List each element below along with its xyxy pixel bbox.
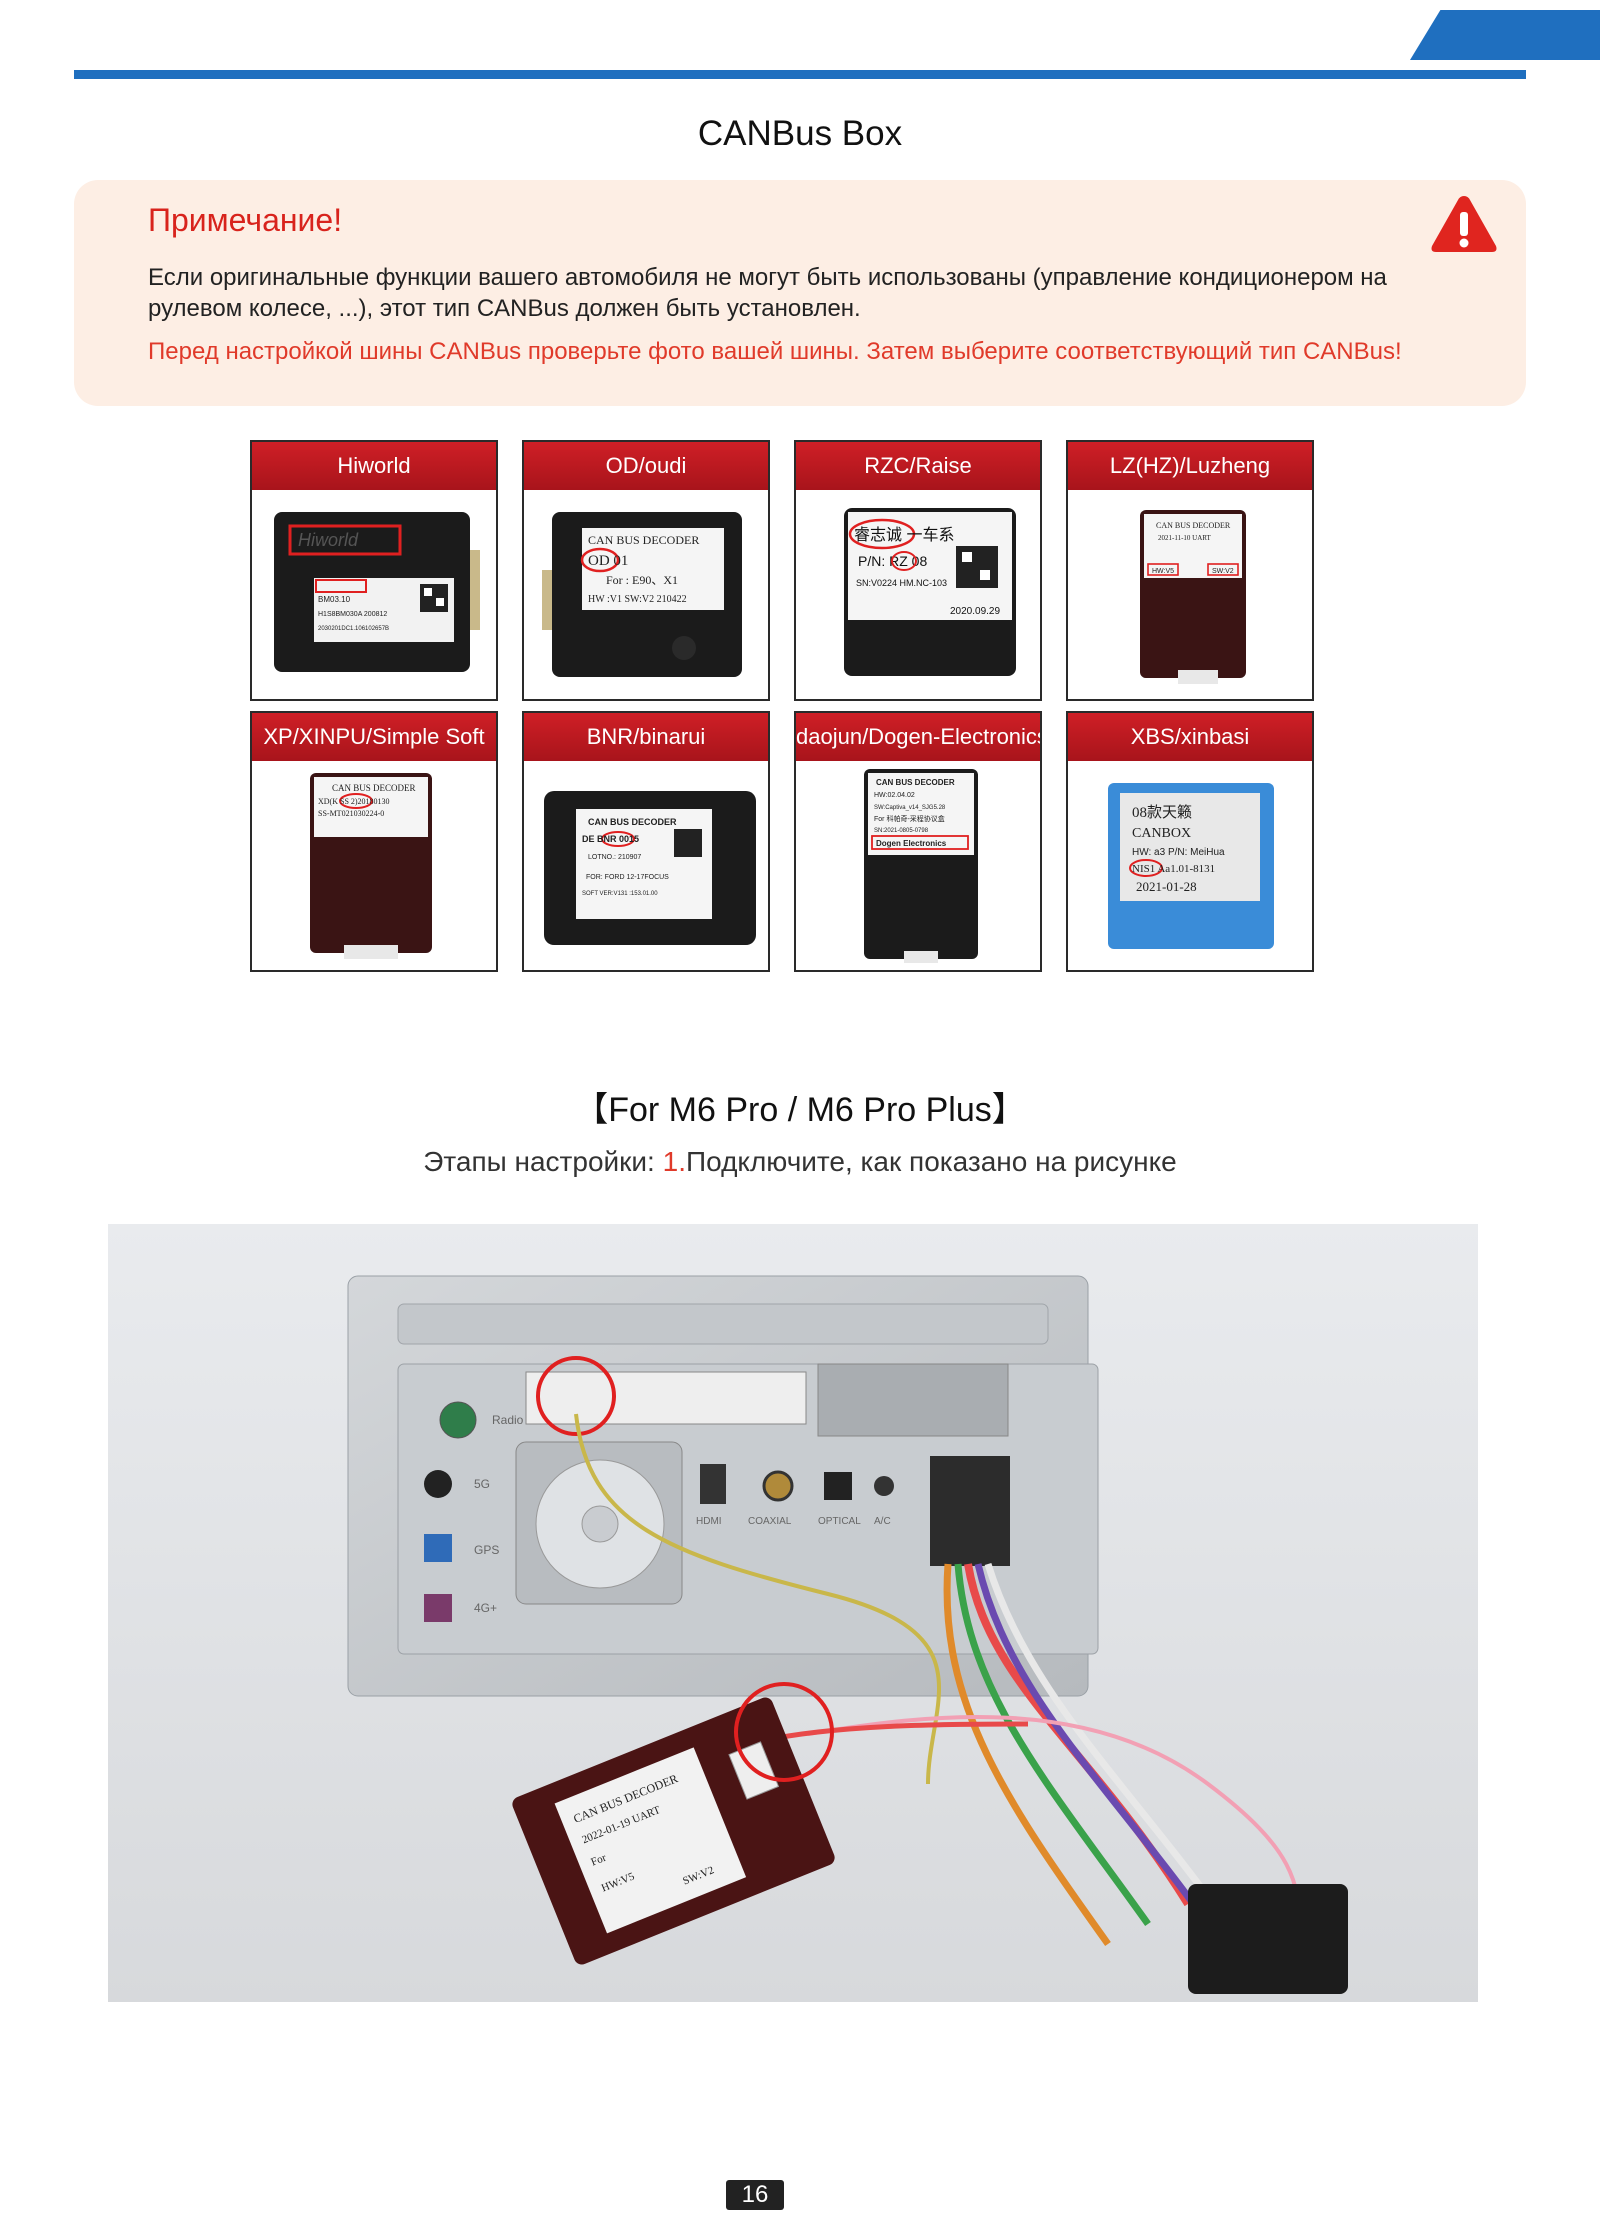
socket-label: GPS	[474, 1543, 499, 1557]
box-text: Hiworld	[298, 530, 359, 550]
box-text: CAN BUS DECODER	[588, 533, 699, 547]
canbus-card-xinbasi: XBS/xinbasi 08款天籁 CANBOX HW: a3 P/N: Mei…	[1066, 711, 1314, 972]
box-text: For 科帕奇-采程协议盒	[874, 814, 945, 823]
socket-label: OPTICAL	[818, 1516, 861, 1527]
box-text: For : E90、X1	[606, 573, 678, 587]
box-text: SOFT VER:V131 :153.01.00	[582, 891, 658, 897]
box-text: BM03.10	[318, 595, 351, 604]
corner-decoration	[1410, 10, 1600, 60]
canbus-card-binarui: BNR/binarui CAN BUS DECODER DE BNR 0015 …	[522, 711, 770, 972]
socket-label: Radio	[492, 1413, 524, 1427]
note-heading: Примечание!	[148, 202, 343, 238]
canbus-box-image: 睿志诚 一车系 P/N: RZ 08 SN:V0224 HM.NC-103 20…	[796, 490, 1040, 699]
box-text: HW: a3 P/N: MeiHua	[1132, 847, 1225, 858]
box-text: DE BNR 0015	[582, 834, 639, 844]
box-text: SN:2021-0805-0798	[874, 828, 929, 834]
setup-steps: Этапы настройки: 1.Подключите, как показ…	[0, 1146, 1600, 1178]
canbus-card-oudi: OD/oudi CAN BUS DECODER OD 01 For : E90、…	[522, 440, 770, 701]
note-text: Если оригинальные функции вашего автомоб…	[148, 264, 1387, 322]
canbus-card-xinpu: XP/XINPU/Simple Soft CAN BUS DECODER XD(…	[250, 711, 498, 972]
box-text: CAN BUS DECODER	[1156, 521, 1231, 530]
canbus-box-image: 08款天籁 CANBOX HW: a3 P/N: MeiHua NIS1 Aa1…	[1068, 761, 1312, 970]
decoder-label: For	[589, 1852, 608, 1869]
canbus-card-hiworld: Hiworld Hiworld BM03.10 H1S8BM030A 20081…	[250, 440, 498, 701]
box-text: LOTNO.: 210907	[588, 854, 641, 861]
box-text: HW :V1 SW:V2 210422	[588, 594, 687, 605]
box-text: 2030201DC1.106102657B	[318, 626, 389, 632]
box-text: NIS1 Aa1.01-8131	[1132, 863, 1215, 875]
canbus-card-label: daojun/Dogen-Electronics	[796, 713, 1040, 761]
canbus-card-label: XBS/xinbasi	[1068, 713, 1312, 761]
box-text: CANBOX	[1132, 826, 1191, 841]
box-text: 睿志诚 一车系	[854, 526, 954, 544]
canbus-box-image: CAN BUS DECODER 2021-11-10 UART HW:V5 SW…	[1068, 490, 1312, 699]
socket-label: 5G	[474, 1477, 490, 1491]
section-title: 【For M6 Pro / M6 Pro Plus】	[574, 1091, 1026, 1129]
box-text: HW:V5	[1152, 568, 1174, 575]
steps-prefix: Этапы настройки:	[423, 1146, 663, 1177]
socket-label: COAXIAL	[748, 1516, 792, 1527]
box-text: 2021-11-10 UART	[1158, 534, 1212, 542]
box-text: FOR: FORD 12-17FOCUS	[586, 874, 669, 881]
box-text: CAN BUS DECODER	[332, 783, 416, 793]
canbus-box-image: CAN BUS DECODER XD(K SS 2)20180130 SS-MT…	[252, 761, 496, 970]
canbus-card-dogen: daojun/Dogen-Electronics CAN BUS DECODER…	[794, 711, 1042, 972]
socket-label: A/C	[874, 1516, 891, 1527]
step-number: 1.	[662, 1146, 686, 1177]
canbus-box-image: CAN BUS DECODER OD 01 For : E90、X1 HW :V…	[524, 490, 768, 699]
canbus-card-raise: RZC/Raise 睿志诚 一车系 P/N: RZ 08 SN:V0224 HM…	[794, 440, 1042, 701]
box-text: HW:02.04.02	[874, 792, 915, 799]
canbus-box-image: Hiworld BM03.10 H1S8BM030A 200812 203020…	[252, 490, 496, 699]
canbus-card-label: Hiworld	[252, 442, 496, 490]
canbus-box-image: CAN BUS DECODER HW:02.04.02 SW:Captiva_v…	[796, 761, 1040, 970]
canbus-card-label: BNR/binarui	[524, 713, 768, 761]
box-text: 2020.09.29	[950, 606, 1000, 617]
step-text: Подключите, как показано на рисунке	[685, 1146, 1177, 1177]
canbus-card-label: RZC/Raise	[796, 442, 1040, 490]
box-text: SN:V0224 HM.NC-103	[856, 578, 947, 588]
box-text: OD 01	[588, 553, 628, 569]
socket-label: 4G+	[474, 1601, 497, 1615]
socket-label: HDMI	[696, 1516, 722, 1527]
header-rule	[74, 70, 1526, 79]
box-text: 08款天籁	[1132, 804, 1192, 821]
box-text: XD(K SS 2)20180130	[318, 797, 390, 806]
box-text: SW:Captiva_v14_SJG5.28	[874, 805, 946, 811]
box-text: SW:V2	[1212, 568, 1234, 575]
canbus-box-image: CAN BUS DECODER DE BNR 0015 LOTNO.: 2109…	[524, 761, 768, 970]
box-text: H1S8BM030A 200812	[318, 611, 387, 618]
canbus-type-grid: Hiworld Hiworld BM03.10 H1S8BM030A 20081…	[250, 440, 1330, 972]
box-text: CAN BUS DECODER	[588, 817, 677, 827]
note-box: Примечание! Если оригинальные функции ва…	[74, 180, 1526, 406]
note-warning: Перед настройкой шины CANBus проверьте ф…	[148, 338, 1402, 365]
page-title: CANBus Box	[697, 114, 903, 153]
connection-photo: Radio 5G GPS 4G+ HDMI COAXIAL OPTICAL A/…	[108, 1224, 1478, 2002]
canbus-card-label: XP/XINPU/Simple Soft	[252, 713, 496, 761]
canbus-card-luzheng: LZ(HZ)/Luzheng CAN BUS DECODER 2021-11-1…	[1066, 440, 1314, 701]
canbus-card-label: LZ(HZ)/Luzheng	[1068, 442, 1312, 490]
canbus-card-label: OD/oudi	[524, 442, 768, 490]
box-text: CAN BUS DECODER	[876, 778, 955, 787]
box-text: Dogen Electronics	[876, 839, 947, 848]
page-number: 16	[726, 2180, 784, 2210]
box-text: 2021-01-28	[1136, 879, 1197, 894]
box-text: SS-MT021030224-0	[318, 809, 384, 818]
warning-triangle-icon	[1431, 196, 1497, 252]
